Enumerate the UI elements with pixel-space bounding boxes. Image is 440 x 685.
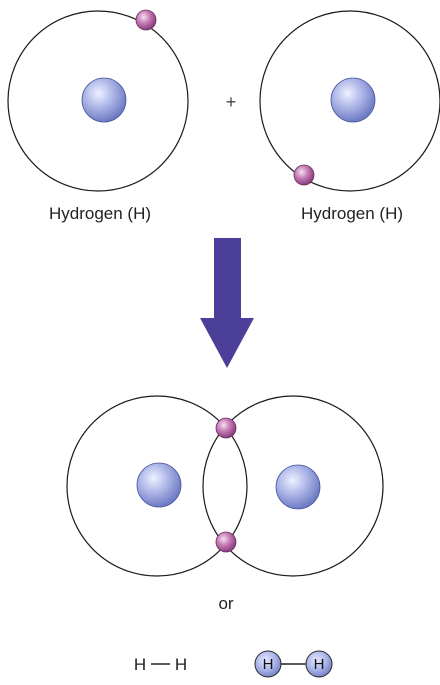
hydrogen-molecule [66,395,384,577]
or-text: or [218,594,233,613]
electron-right [293,164,315,186]
ball-right [305,650,333,678]
formula-left-h: H [134,655,146,674]
nucleus-right [330,77,376,123]
shared-electron-top [215,417,237,439]
molecule-orbit-right [202,395,384,577]
down-arrow-icon [200,238,254,368]
electron-left [135,9,157,31]
orbit-right [259,10,440,192]
hydrogen-atom-left [7,9,189,192]
nucleus-left [81,77,127,123]
molecule-nucleus-right [275,464,321,510]
shared-electron-bottom [215,531,237,553]
atom-label-left: Hydrogen (H) [49,204,151,223]
orbit-left [7,10,189,192]
molecule-orbit-left [66,395,248,577]
ball-left [254,650,282,678]
ball-right-letter: H [314,656,325,673]
formula-right-h: H [175,655,187,674]
structural-formula: H H [134,655,187,674]
molecule-nucleus-left [136,462,182,508]
ball-left-letter: H [263,656,274,673]
ball-stick-model: H H [254,650,333,678]
atom-label-right: Hydrogen (H) [301,204,403,223]
hydrogen-atom-right [259,10,440,192]
plus-sign: + [226,92,237,112]
